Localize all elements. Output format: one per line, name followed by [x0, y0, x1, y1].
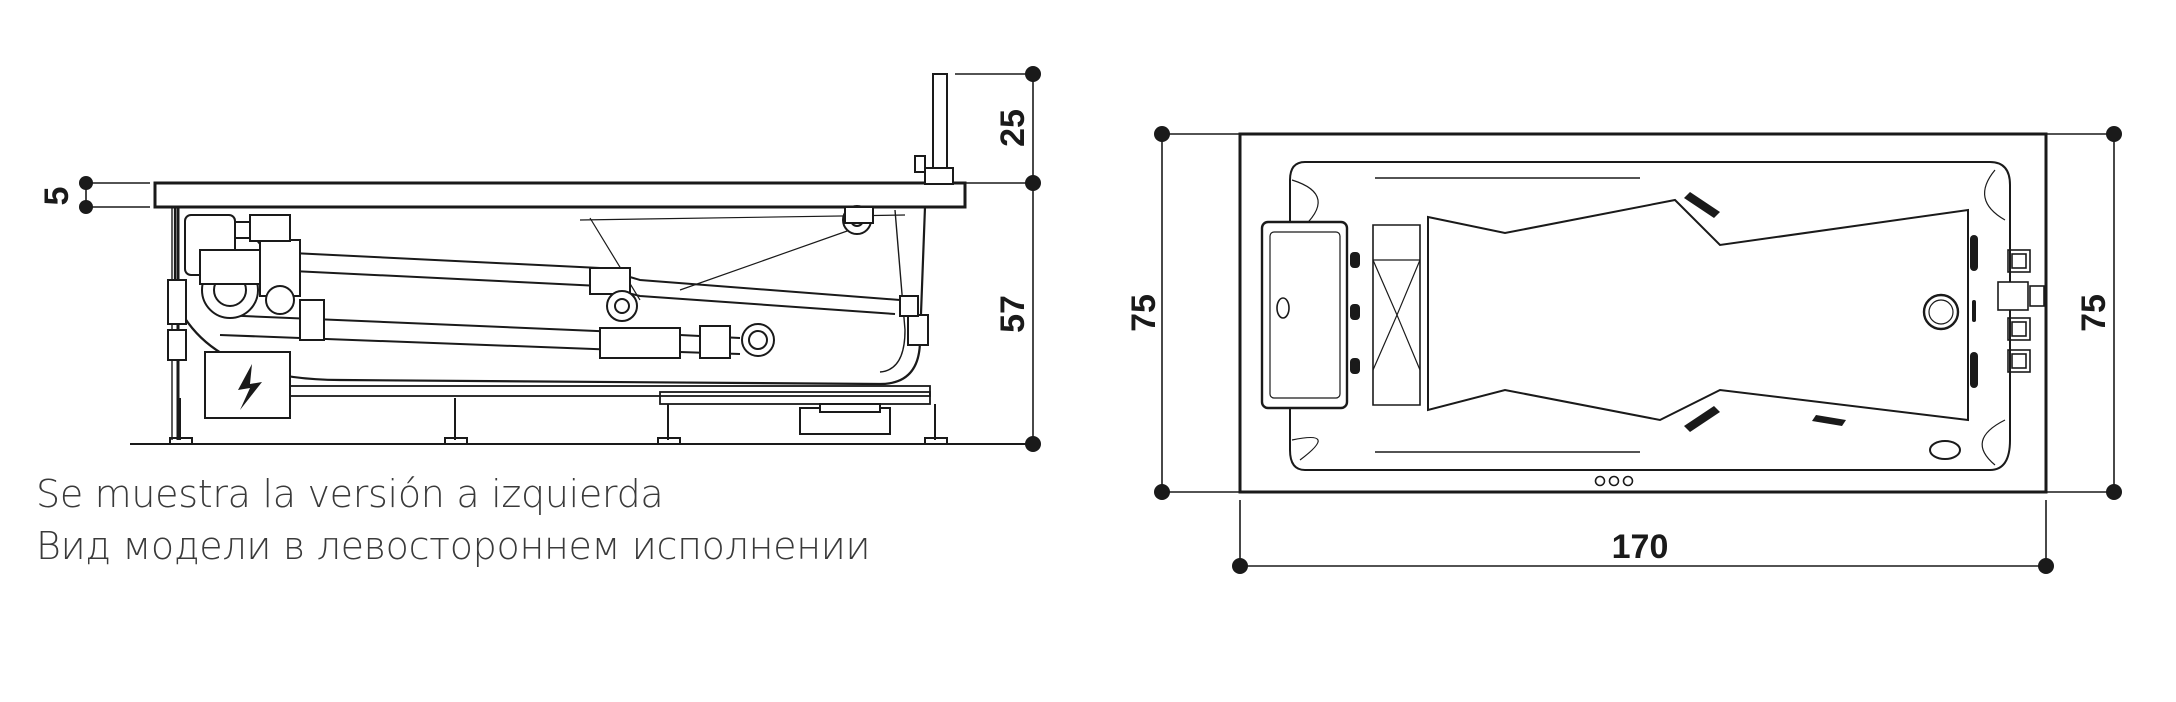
three-dot-icon — [1594, 475, 1634, 487]
bathtub-rim — [153, 181, 967, 209]
side-view — [79, 66, 1041, 452]
dim-label-length: 170 — [1612, 528, 1669, 566]
bathtub-body — [173, 206, 927, 386]
mixer-block — [1997, 249, 2045, 373]
pump-motor — [167, 214, 325, 361]
caption-russian: Вид модели в левостороннем исполнении — [36, 524, 871, 568]
dim-lines-top — [1161, 133, 2115, 567]
faucet — [914, 73, 954, 185]
overflow-top — [1929, 440, 1961, 460]
dim-vertical-right — [955, 73, 1034, 445]
bathtub-basin — [1289, 161, 2011, 471]
drain — [1922, 293, 1960, 331]
headrest-button — [1276, 297, 1290, 319]
dim-rim — [85, 182, 150, 208]
support-frame — [289, 385, 931, 397]
headrest — [1260, 220, 1349, 410]
dim-label-height: 57 — [994, 295, 1032, 333]
drain-assembly — [799, 403, 891, 435]
dim-label-rim: 5 — [38, 187, 76, 206]
dim-label-faucet: 25 — [994, 109, 1032, 147]
caption-spanish: Se muestra la versión a izquierda — [36, 472, 664, 516]
overflow — [844, 206, 874, 224]
lightning-bolt-icon — [238, 364, 262, 410]
electric-box — [204, 351, 291, 419]
jets-headrest — [1350, 252, 1360, 374]
legs — [169, 398, 948, 445]
dim-label-width-left: 75 — [1125, 294, 1163, 332]
bathtub-outline — [1238, 132, 2048, 494]
top-view — [1154, 126, 2122, 574]
fittings — [589, 205, 929, 359]
body-contour — [1427, 198, 1969, 422]
side-jets — [1684, 192, 1978, 432]
dim-label-width-right: 75 — [2075, 294, 2113, 332]
